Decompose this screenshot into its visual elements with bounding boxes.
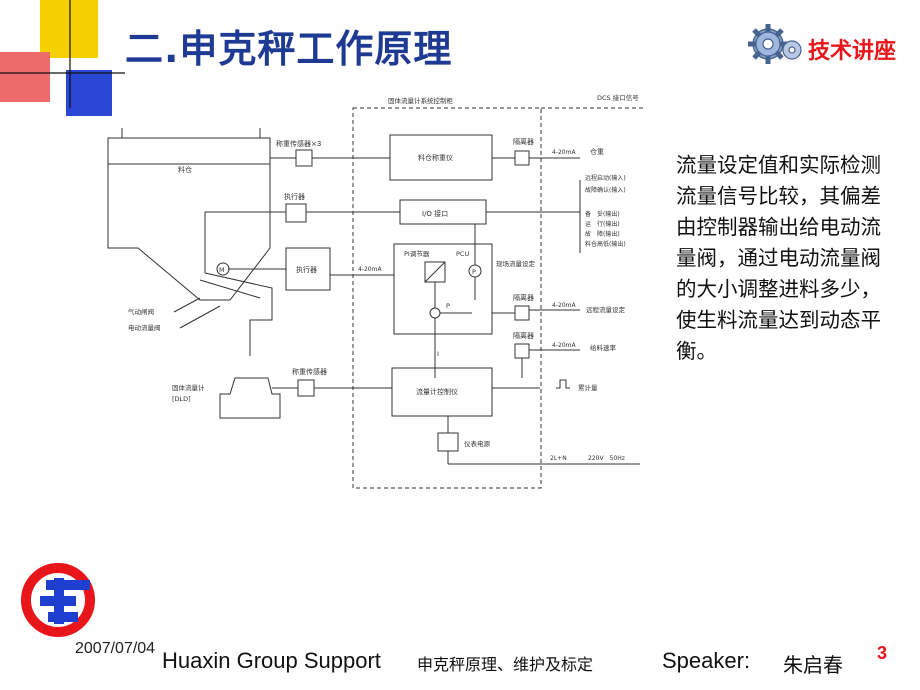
weigh-sensor-top — [295, 149, 313, 167]
p-switch-label: P — [446, 302, 450, 310]
pcu-label: PCU — [456, 250, 469, 258]
system-label: 固体流量计系统控制柜 — [388, 96, 454, 105]
solid-flowmeter-label: 固体流量计 — [172, 383, 205, 392]
isolator-label-3: 隔离器 — [513, 331, 534, 340]
dcs-label: DCS 接口信号 — [597, 93, 639, 102]
actuator-1-label: 执行器 — [284, 192, 305, 201]
io-label: I/O 接口 — [422, 209, 448, 218]
weigh-sensor-bottom — [297, 379, 315, 397]
flow-controller-label: 流量计控制仪 — [416, 387, 458, 396]
schenck-schematic: 固体流量计系统控制柜 DCS 接口信号 料仓 称重传感器×3 料仓称重仪 隔离器… — [107, 93, 645, 489]
signal-label-left: 4-20mA — [358, 266, 382, 273]
control-cabinet-outline — [352, 107, 542, 489]
standby-label: 备 妥(输出) — [585, 210, 620, 218]
corner-decoration — [0, 0, 125, 116]
isolator-label-1: 隔离器 — [513, 137, 534, 146]
company-logo — [21, 563, 95, 637]
signal-label-1: 4-20mA — [552, 149, 576, 156]
silo-weighing-label: 料仓称重仪 — [418, 153, 453, 162]
feed-rate-label: 给料速率 — [590, 343, 617, 352]
signal-label-3: 4-20mA — [552, 342, 576, 349]
fault-label: 故 障(输出) — [585, 230, 620, 238]
footer-company: Huaxin Group Support — [162, 648, 381, 673]
motor-label: M — [219, 266, 225, 274]
section-badge: 技术讲座 — [808, 39, 897, 64]
signal-label-2: 4-20mA — [552, 302, 576, 309]
gear-icon — [748, 24, 802, 64]
remote-setpoint-label: 远程流量设定 — [586, 305, 626, 314]
fault-ack-label: 故障确认(输入) — [585, 186, 626, 194]
isolator-2 — [514, 305, 530, 321]
footer-topic: 申克秤原理、维护及标定 — [417, 655, 594, 674]
power-spec-label: 2L+N — [550, 455, 567, 462]
silo-level-label: 仓重 — [590, 147, 604, 156]
sensor-top-label: 称重传感器×3 — [276, 139, 321, 148]
isolator-3 — [514, 343, 530, 359]
isolator-1 — [514, 150, 530, 166]
footer-speaker-label: Speaker: — [662, 648, 751, 673]
accumulate-label: 累计量 — [578, 383, 598, 392]
isolator-label-2: 隔离器 — [513, 293, 534, 302]
p-symbol: P — [472, 268, 476, 276]
power-label: 仪表电源 — [464, 439, 491, 448]
pi-label: PI调节器 — [404, 249, 430, 258]
dld-label: [DLD] — [172, 395, 191, 403]
voltage-label: 220V 50Hz — [588, 455, 625, 462]
remote-start-label: 远程启动(输入) — [585, 174, 626, 182]
silo-body — [107, 137, 271, 301]
power-box — [437, 432, 459, 452]
pi-pcu-box — [393, 243, 493, 335]
actuator-1-box — [285, 203, 307, 223]
footer-speaker: 朱启春 — [783, 653, 843, 677]
page-number: 3 — [877, 643, 888, 663]
flow-controller-box — [391, 367, 493, 417]
electric-valve-label: 电动流量阀 — [128, 323, 161, 332]
running-label: 运 行(输出) — [585, 220, 620, 228]
sensor-bottom-label: 称重传感器 — [292, 367, 327, 376]
principle-description: 流量设定值和实际检测流量信号比较，其偏差由控制器输出给电动流量阀，通过电动流量阀… — [676, 153, 881, 363]
solid-flowmeter-body — [219, 377, 281, 419]
silo-high-low-label: 料仓高低(输出) — [585, 240, 626, 248]
actuator-2-label: 执行器 — [296, 265, 317, 274]
pneumatic-valve-label: 气动闸阀 — [128, 307, 154, 316]
i-symbol: I — [437, 350, 439, 358]
silo-label: 料仓 — [178, 165, 192, 174]
local-setpoint-label: 现场流量设定 — [496, 259, 536, 268]
page-title: 二.申克秤工作原理 — [125, 27, 453, 71]
footer-date: 2007/07/04 — [75, 640, 156, 657]
